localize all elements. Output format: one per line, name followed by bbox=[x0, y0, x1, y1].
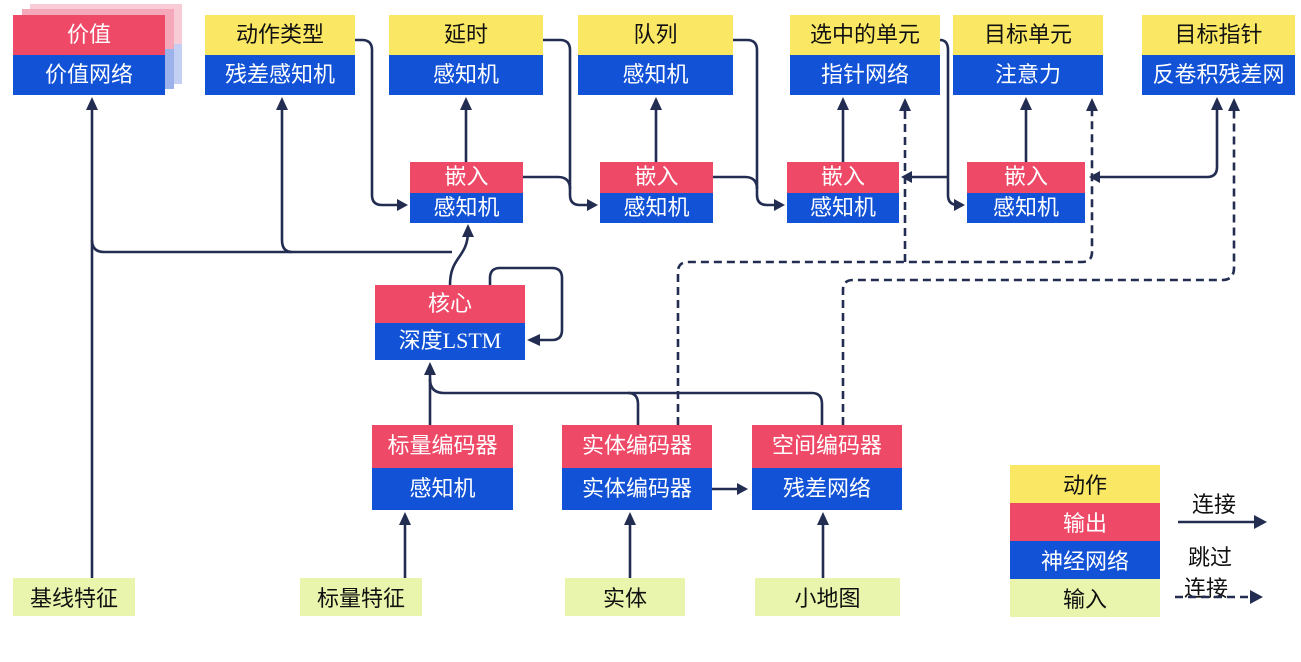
node-selected-units: 选中的单元指针网络 bbox=[790, 15, 940, 95]
connector-embed4-targetpoint bbox=[1089, 97, 1223, 183]
node-embed-1: 嵌入感知机 bbox=[410, 162, 523, 223]
node-scalar-encoder-bottom-label: 感知机 bbox=[372, 467, 513, 510]
node-queued: 队列感知机 bbox=[578, 15, 733, 95]
legend-dashed-arrow-label-line2: 连接 bbox=[1184, 576, 1229, 601]
connector-encoders-to-core bbox=[424, 362, 824, 425]
node-selected-units-bottom-label: 指针网络 bbox=[790, 55, 940, 95]
legend-item-action: 动作 bbox=[1010, 465, 1160, 503]
node-core-top-label: 核心 bbox=[375, 285, 525, 323]
node-spatial-encoder-top-label: 空间编码器 bbox=[752, 425, 902, 468]
legend-dashed-arrow-label-line1: 跳过 bbox=[1188, 545, 1233, 570]
node-core-bottom-label: 深度LSTM bbox=[375, 322, 525, 360]
node-value: 价值价值网络 bbox=[13, 15, 165, 95]
node-core: 核心深度LSTM bbox=[375, 285, 525, 360]
node-embed-3-top-label: 嵌入 bbox=[787, 162, 899, 193]
legend-item-input: 输入 bbox=[1010, 579, 1160, 617]
node-embed-1-bottom-label: 感知机 bbox=[410, 192, 523, 223]
node-scalar-encoder-top-label: 标量编码器 bbox=[372, 425, 513, 468]
input-entities: 实体 bbox=[565, 578, 685, 616]
node-value-bottom-label: 价值网络 bbox=[13, 55, 165, 95]
node-target-unit: 目标单元注意力 bbox=[953, 15, 1103, 95]
node-target-point-bottom-label: 反卷积残差网 bbox=[1142, 55, 1295, 95]
node-embed-3: 嵌入感知机 bbox=[787, 162, 899, 223]
node-embed-2: 嵌入感知机 bbox=[600, 162, 713, 223]
node-queued-top-label: 队列 bbox=[578, 15, 733, 55]
node-delay: 延时感知机 bbox=[389, 15, 543, 95]
node-entity-encoder: 实体编码器实体编码器 bbox=[562, 425, 712, 510]
skip-connector-entity-encoder bbox=[676, 98, 1098, 425]
connector-baseline-to-value bbox=[86, 97, 98, 578]
connector-embed-top-arrows bbox=[460, 97, 1032, 162]
node-target-unit-top-label: 目标单元 bbox=[953, 15, 1103, 55]
input-baseline-features: 基线特征 bbox=[13, 578, 135, 616]
node-entity-encoder-top-label: 实体编码器 bbox=[562, 425, 712, 468]
skip-connector-spatial-encoder bbox=[841, 98, 1240, 425]
connector-core-output-left bbox=[90, 97, 452, 254]
node-embed-3-bottom-label: 感知机 bbox=[787, 192, 899, 223]
input-minimap: 小地图 bbox=[755, 578, 900, 616]
connector-input-arrows bbox=[399, 512, 829, 578]
node-delay-bottom-label: 感知机 bbox=[389, 55, 543, 95]
legend-rows: 动作输出神经网络输入 bbox=[1010, 465, 1160, 617]
node-action-type-bottom-label: 残差感知机 bbox=[205, 55, 355, 95]
node-action-type: 动作类型残差感知机 bbox=[205, 15, 355, 95]
connector-entity-to-spatial bbox=[712, 483, 748, 495]
node-embed-2-top-label: 嵌入 bbox=[600, 162, 713, 193]
node-target-point: 目标指针反卷积残差网 bbox=[1142, 15, 1295, 95]
node-spatial-encoder-bottom-label: 残差网络 bbox=[752, 467, 902, 510]
node-action-type-top-label: 动作类型 bbox=[205, 15, 355, 55]
node-value-top-label: 价值 bbox=[13, 15, 165, 55]
node-embed-4-bottom-label: 感知机 bbox=[967, 192, 1085, 223]
node-embed-2-bottom-label: 感知机 bbox=[600, 192, 713, 223]
node-entity-encoder-bottom-label: 实体编码器 bbox=[562, 467, 712, 510]
legend-solid-arrow-label: 连接 bbox=[1192, 492, 1237, 517]
connector-core-to-embed1 bbox=[448, 224, 474, 286]
node-delay-top-label: 延时 bbox=[389, 15, 543, 55]
node-scalar-encoder: 标量编码器感知机 bbox=[372, 425, 513, 510]
node-selected-units-top-label: 选中的单元 bbox=[790, 15, 940, 55]
legend-item-output: 输出 bbox=[1010, 503, 1160, 541]
node-embed-1-top-label: 嵌入 bbox=[410, 162, 523, 193]
legend-item-network: 神经网络 bbox=[1010, 541, 1160, 579]
node-target-unit-bottom-label: 注意力 bbox=[953, 55, 1103, 95]
input-scalar-features: 标量特征 bbox=[300, 578, 422, 616]
legend: 动作输出神经网络输入 bbox=[1010, 465, 1160, 617]
node-queued-bottom-label: 感知机 bbox=[578, 55, 733, 95]
node-embed-4-top-label: 嵌入 bbox=[967, 162, 1085, 193]
node-spatial-encoder: 空间编码器残差网络 bbox=[752, 425, 902, 510]
node-embed-4: 嵌入感知机 bbox=[967, 162, 1085, 223]
node-target-point-top-label: 目标指针 bbox=[1142, 15, 1295, 55]
